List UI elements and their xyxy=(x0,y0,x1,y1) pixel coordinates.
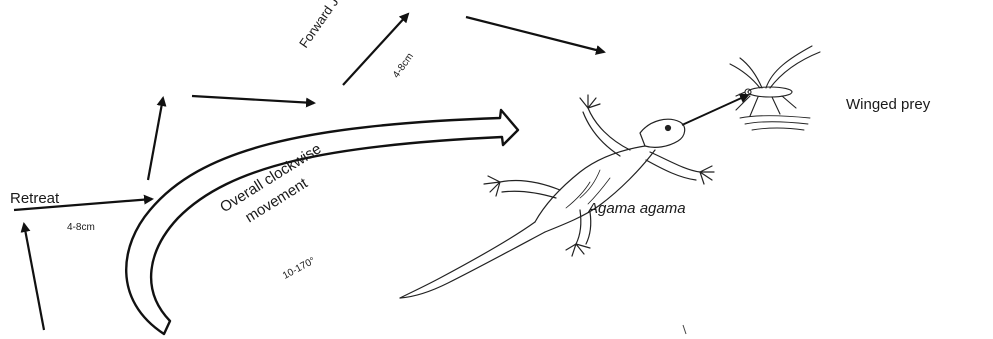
clockwise-curved-arrow xyxy=(126,110,518,334)
label-species: Agama agama xyxy=(588,200,686,217)
arrow-rise xyxy=(148,98,163,180)
arrow-across xyxy=(192,96,314,103)
label-retreat-distance: 4-8cm xyxy=(67,222,95,233)
stray-mark xyxy=(683,325,686,334)
arrow-to-prey xyxy=(682,95,748,125)
arrow-upward-start xyxy=(24,224,44,330)
winged-prey-drawing xyxy=(730,46,820,130)
arrow-descend xyxy=(466,17,604,52)
label-retreat: Retreat xyxy=(10,190,59,207)
label-prey: Winged prey xyxy=(846,96,930,113)
